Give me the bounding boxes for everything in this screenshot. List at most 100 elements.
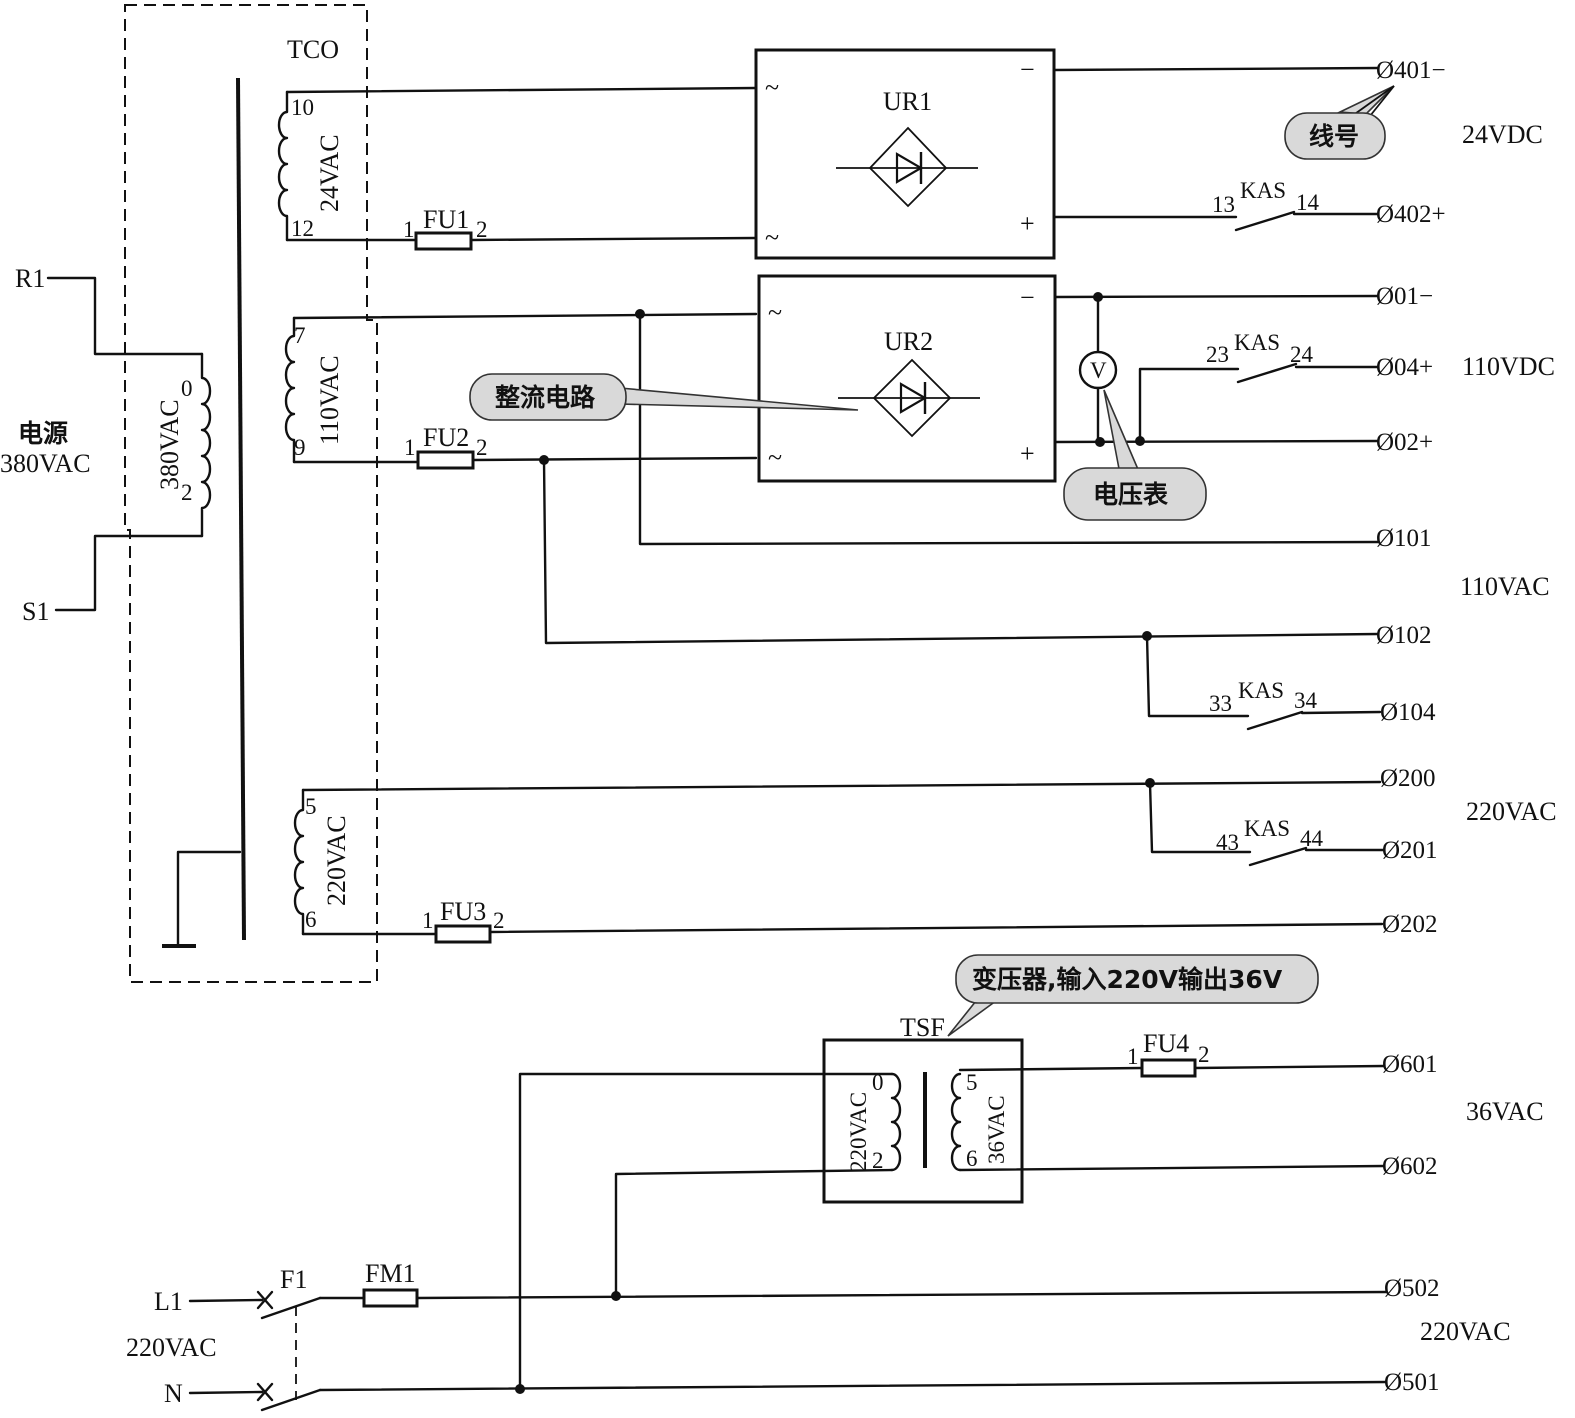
line-s1-label: S1 (22, 597, 49, 626)
callout-transformer-text: 变压器,输入220V输出36V (972, 965, 1283, 994)
contact-kas2: KAS (1234, 330, 1280, 355)
wire-104 (1300, 710, 1382, 715)
contact-kas-33-34 (1246, 710, 1304, 731)
rectifier-ur2 (757, 274, 1057, 483)
breaker-n-x (256, 1382, 274, 1402)
tsf-primary-winding (890, 1072, 902, 1172)
ur2-ac-top: ~ (768, 298, 782, 327)
contact-34: 34 (1294, 688, 1318, 713)
tsf-box (822, 1038, 1024, 1204)
wire-fu2-to-ur2 (471, 456, 758, 462)
ur1-ac-top: ~ (765, 73, 779, 102)
wire-110v-top (292, 312, 758, 320)
fu1-pin1: 1 (403, 217, 415, 242)
ur1-minus: − (1020, 55, 1035, 84)
terminal-101: Ø101 (1376, 525, 1432, 552)
contact-kas4: KAS (1244, 816, 1290, 841)
input-n-wire (188, 1390, 264, 1395)
callout-transformer-bubble (955, 954, 1319, 1004)
line-r1-wire (46, 276, 204, 356)
wire-202 (488, 922, 1384, 934)
terminal-501: Ø501 (1384, 1369, 1440, 1396)
winding-220vac (293, 788, 305, 936)
terminal-01: Ø01− (1376, 283, 1433, 310)
winding-24vac-label: 24VAC (315, 134, 344, 212)
terminal-04: Ø04+ (1376, 354, 1433, 381)
callout-voltmeter: 电压表 (1063, 389, 1207, 521)
wire-401 (1052, 66, 1380, 72)
power-source: R1 S1 电源 380VAC (0, 264, 204, 626)
wire-fu1-to-ur1 (469, 236, 758, 242)
terminal-601: Ø601 (1382, 1051, 1438, 1078)
fu1-pin2: 2 (476, 217, 488, 242)
tsf-pin-0: 0 (872, 1070, 884, 1095)
input-l1-wire (188, 1298, 264, 1303)
input-voltage: 220VAC (126, 1333, 217, 1362)
wire-contact-43-44 (1148, 781, 1252, 854)
transformer-tco: TCO 0 2 380VAC 10 12 24VAC 7 9 110VAC 5 … (124, 4, 378, 983)
pin-12: 12 (291, 216, 314, 241)
fu2-pin1: 1 (404, 435, 416, 460)
wire-102 (542, 458, 1380, 645)
terminal-202: Ø202 (1382, 911, 1438, 938)
contact-14: 14 (1296, 190, 1320, 215)
ur2-plus: + (1020, 439, 1035, 468)
wire-601 (1193, 1064, 1386, 1070)
line-s1-wire (54, 534, 204, 612)
label-110vac: 110VAC (1460, 572, 1550, 601)
junction-502 (611, 1291, 621, 1301)
wire-01 (1053, 294, 1380, 299)
breaker-label: F1 (280, 1265, 307, 1294)
terminal-402: Ø402+ (1376, 201, 1446, 228)
tco-enclosure (124, 4, 378, 983)
power-source-title: 电源 (18, 419, 68, 448)
fm1-label: FM1 (365, 1259, 416, 1288)
input-l1-label: L1 (154, 1287, 183, 1316)
tsf-pin-2: 2 (872, 1148, 884, 1173)
tsf-secondary-wire-5 (958, 1066, 1144, 1072)
label-110vdc: 110VDC (1462, 352, 1555, 381)
contact-13: 13 (1212, 192, 1235, 217)
tsf-pin-6: 6 (966, 1146, 978, 1171)
label-220vac: 220VAC (1466, 797, 1557, 826)
terminal-104: Ø104 (1380, 699, 1436, 726)
ur2-bridge-icon (838, 358, 980, 438)
contact-kas-13-14 (1234, 210, 1296, 232)
breaker-l1-x (256, 1290, 274, 1310)
tsf-primary-wire-0 (518, 1072, 894, 1392)
fuse-fu3 (434, 924, 492, 944)
contact-44: 44 (1300, 826, 1324, 851)
winding-220vac-label: 220VAC (322, 815, 351, 906)
contact-kas-43-44 (1248, 846, 1308, 867)
contact-kas1: KAS (1240, 178, 1286, 203)
label-24vdc: 24VDC (1462, 120, 1543, 149)
pin-7: 7 (294, 323, 306, 348)
fu3-pin1: 1 (422, 908, 434, 933)
tsf-secondary-voltage: 36VAC (984, 1095, 1009, 1164)
ur2-ac-bottom: ~ (768, 443, 782, 472)
wire-501 (318, 1380, 1388, 1392)
contact-43: 43 (1216, 830, 1239, 855)
callout-rectifier-text: 整流电路 (495, 383, 596, 412)
fuse-fm1 (362, 1288, 419, 1308)
callout-voltmeter-text: 电压表 (1093, 480, 1169, 509)
wire-02 (1053, 439, 1380, 444)
tco-core (236, 77, 246, 941)
primary-voltage: 380VAC (155, 399, 184, 490)
power-source-voltage: 380VAC (0, 449, 91, 478)
ground-wire (176, 850, 242, 947)
callout-voltmeter-bubble (1063, 467, 1207, 521)
input-220vac: L1 F1 FM1 Ø502 220VAC N Ø501 220VAC (126, 1259, 1511, 1412)
winding-110vac-label: 110VAC (315, 355, 344, 445)
ur1-label: UR1 (883, 87, 932, 116)
label-220vac-bottom: 220VAC (1420, 1317, 1511, 1346)
fu4-pin1: 1 (1127, 1044, 1139, 1069)
contact-23: 23 (1206, 342, 1229, 367)
callout-rectifier-bubble (469, 373, 627, 421)
callout-wire-number-text: 线号 (1309, 122, 1359, 151)
contact-33: 33 (1209, 691, 1232, 716)
wire-200 (301, 780, 1382, 792)
rectifier-ur1 (754, 48, 1056, 260)
fu4-pin2: 2 (1198, 1042, 1210, 1067)
terminal-502: Ø502 (1384, 1275, 1440, 1302)
